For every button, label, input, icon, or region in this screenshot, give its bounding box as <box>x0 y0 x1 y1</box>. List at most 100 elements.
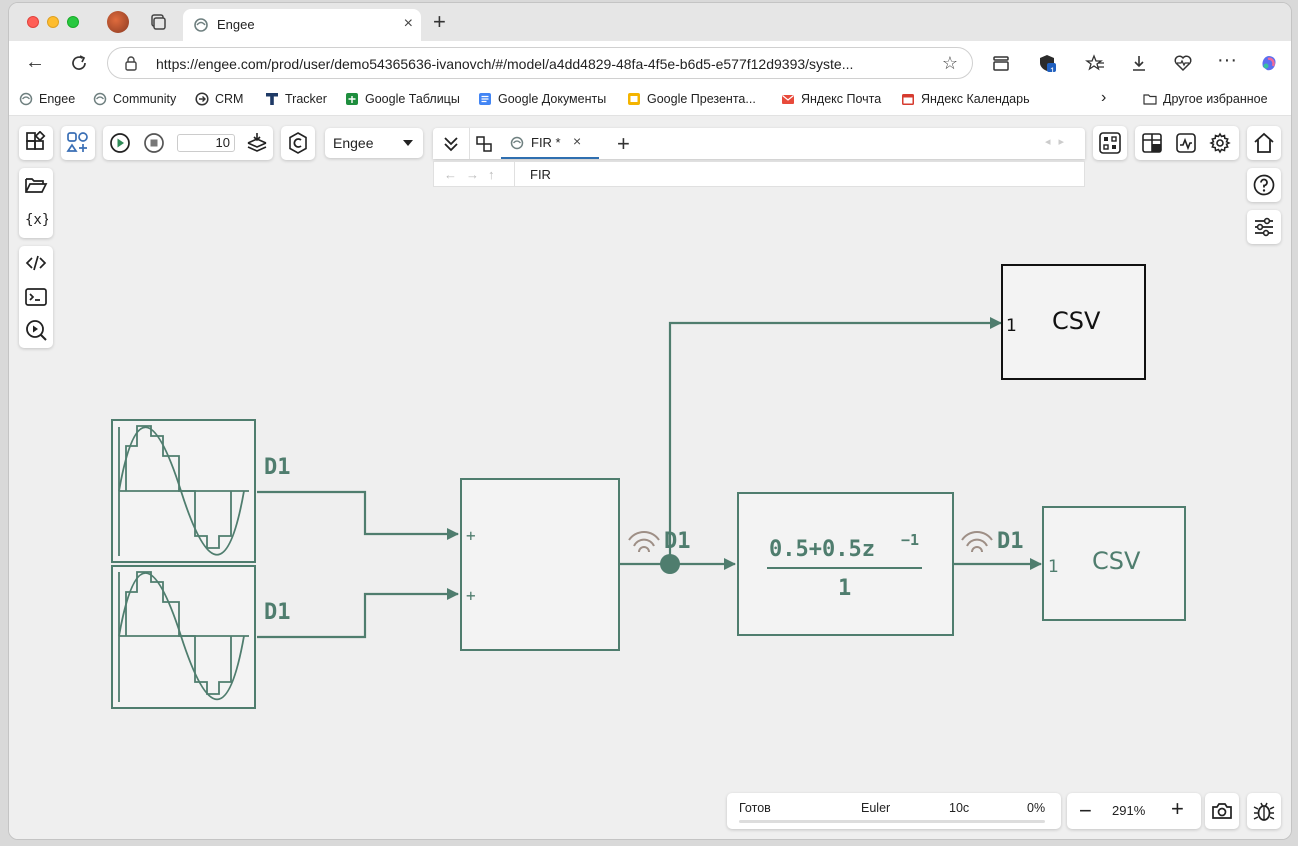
bookmark-engee[interactable]: Engee <box>19 92 75 106</box>
debug-search-icon[interactable] <box>24 318 48 342</box>
favorites-list-icon[interactable] <box>1085 53 1105 73</box>
url-text[interactable]: https://engee.com/prod/user/demo54365636… <box>156 56 854 72</box>
model-hierarchy-icon[interactable] <box>475 135 493 153</box>
refresh-icon[interactable] <box>69 53 89 73</box>
close-window-button[interactable] <box>27 16 39 28</box>
simulation-status-panel: Готов Euler 10с 0% <box>727 793 1061 829</box>
download-icon[interactable] <box>1129 53 1149 73</box>
engee-icon <box>93 92 107 106</box>
add-block-icon[interactable] <box>66 131 90 155</box>
stop-simulation-icon[interactable] <box>143 132 165 154</box>
help-icon[interactable] <box>1252 173 1276 197</box>
folder-icon <box>1143 94 1157 105</box>
signal-logging-icon-2[interactable] <box>961 531 993 553</box>
collapse-double-chevron-icon[interactable] <box>441 134 461 154</box>
bug-icon[interactable] <box>1252 799 1276 823</box>
bookmark-google-slides[interactable]: Google Презента... <box>627 92 756 106</box>
toolbar-group-simulation: 10 <box>103 126 273 160</box>
solver-select[interactable]: Engee <box>325 128 423 158</box>
data-table-icon[interactable] <box>1141 132 1163 154</box>
csv-bottom-label: CSV <box>1092 547 1141 575</box>
close-tab-icon[interactable]: × <box>403 15 413 32</box>
close-model-tab-icon[interactable]: × <box>573 133 582 149</box>
open-folder-icon[interactable] <box>24 173 48 197</box>
signal-label-tf-out: D1 <box>997 529 1024 554</box>
lock-icon[interactable] <box>124 55 138 71</box>
new-tab-button[interactable]: + <box>433 9 446 34</box>
code-editor-icon[interactable] <box>24 251 48 275</box>
performance-heart-icon[interactable] <box>1173 53 1193 73</box>
toolbar-group-codegen <box>281 126 315 160</box>
compile-stack-icon[interactable] <box>245 131 269 155</box>
scheme-grid-icon[interactable] <box>1098 131 1122 155</box>
new-model-tab-button[interactable]: + <box>617 131 630 156</box>
minimize-window-button[interactable] <box>47 16 59 28</box>
toolbar-group-library <box>19 126 53 160</box>
csv-block-top[interactable] <box>1001 264 1146 380</box>
sum-input-port-2: + <box>466 586 476 605</box>
tf-denominator: 1 <box>838 576 851 601</box>
csv-top-label: CSV <box>1052 307 1101 335</box>
screenshot-button-wrap <box>1205 793 1239 829</box>
bookmarks-overflow-chevron-icon[interactable]: › <box>1101 89 1107 106</box>
more-menu-icon[interactable]: ··· <box>1217 49 1237 71</box>
browser-tab-engee[interactable]: Engee × <box>183 9 421 41</box>
bookmark-community[interactable]: Community <box>93 92 176 106</box>
status-time: 10с <box>949 801 970 815</box>
bookmark-yandex-mail[interactable]: Яндекс Почта <box>781 92 881 106</box>
simulation-time-input[interactable]: 10 <box>177 134 235 152</box>
breadcrumb-nav-arrows[interactable]: ←→↑ <box>444 167 504 182</box>
camera-icon[interactable] <box>1210 799 1234 823</box>
zoom-out-button[interactable]: − <box>1079 798 1092 823</box>
model-tab-fir[interactable]: FIR * × <box>501 128 599 159</box>
settings-gear-icon[interactable] <box>1209 132 1231 154</box>
home-icon[interactable] <box>1252 131 1276 155</box>
tracker-icon <box>266 93 278 105</box>
profile-avatar[interactable] <box>107 11 129 33</box>
signal-label-sine2: D1 <box>264 600 291 625</box>
model-canvas[interactable]: D1 D1 + + D1 <box>9 116 1291 839</box>
bookmark-other-folder[interactable]: Другое избранное <box>1143 92 1268 106</box>
graphs-icon[interactable] <box>1175 132 1197 154</box>
zoom-level: 291% <box>1112 803 1146 818</box>
bookmark-tracker[interactable]: Tracker <box>265 92 327 106</box>
zoom-in-button[interactable]: + <box>1171 796 1184 821</box>
bookmark-google-docs[interactable]: Google Документы <box>478 92 606 106</box>
calendar-icon <box>902 94 914 105</box>
run-simulation-icon[interactable] <box>109 132 131 154</box>
extension-shield-icon[interactable] <box>1037 53 1057 73</box>
bookmark-yandex-calendar[interactable]: Яндекс Календарь <box>901 92 1030 106</box>
code-generation-c-icon[interactable] <box>286 131 310 155</box>
csv-block-bottom[interactable] <box>1042 506 1186 621</box>
address-bar[interactable]: https://engee.com/prod/user/demo54365636… <box>107 47 973 79</box>
sum-block[interactable] <box>460 478 620 651</box>
sine-wave-block-2[interactable] <box>111 565 256 709</box>
signal-line-sine2-to-sum[interactable] <box>257 588 459 639</box>
tab-strip: Engee × + <box>9 3 1291 41</box>
signal-logging-icon[interactable] <box>628 531 660 553</box>
workspaces-icon[interactable] <box>149 13 167 31</box>
transfer-function-block[interactable] <box>737 492 954 636</box>
tab-scroll-arrows[interactable]: ◂▸ <box>1045 136 1073 148</box>
parameters-sliders-icon[interactable] <box>1252 215 1276 239</box>
tab-title: Engee <box>217 17 255 32</box>
copilot-icon[interactable] <box>1259 53 1279 73</box>
breadcrumb-path[interactable]: FIR <box>530 167 551 182</box>
back-arrow-icon[interactable]: ← <box>25 51 45 73</box>
tf-numerator: 0.5+0.5z <box>769 537 875 562</box>
collections-icon[interactable] <box>991 53 1011 73</box>
bookmark-crm[interactable]: CRM <box>195 92 243 106</box>
signal-line-sine1-to-sum[interactable] <box>257 490 459 540</box>
maximize-window-button[interactable] <box>67 16 79 28</box>
branch-point[interactable] <box>660 554 680 574</box>
sine-wave-block-1[interactable] <box>111 419 256 563</box>
block-library-icon[interactable] <box>24 131 48 155</box>
favorite-star-icon[interactable]: ☆ <box>941 53 958 73</box>
variables-braces-icon[interactable]: {x} <box>24 207 48 231</box>
toolbar-group-add <box>61 126 95 160</box>
bookmark-google-sheets[interactable]: Google Таблицы <box>345 92 460 106</box>
signal-line-branch-to-csv-top[interactable] <box>668 317 1002 564</box>
toolbar-group-home <box>1247 126 1281 160</box>
terminal-icon[interactable] <box>24 285 48 309</box>
arrow-circle-icon <box>195 92 209 106</box>
